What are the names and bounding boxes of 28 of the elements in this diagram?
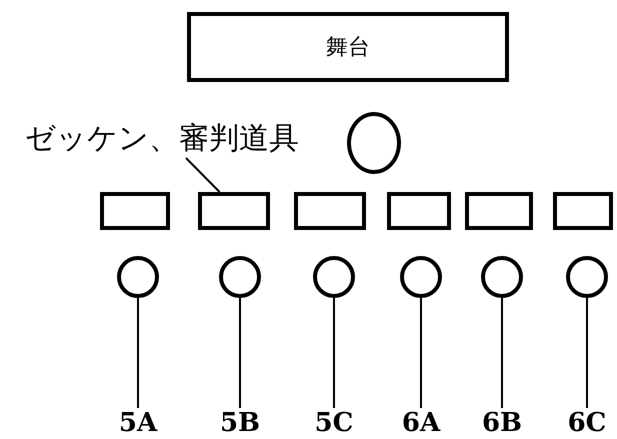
seat-circle — [219, 256, 261, 298]
table-box — [465, 192, 533, 230]
seat-circle — [400, 256, 442, 298]
leader-line — [420, 298, 422, 408]
seat-code: 6A — [397, 408, 445, 438]
table-box — [100, 192, 170, 230]
seat-code: 5A — [114, 408, 162, 438]
seat-circle — [481, 256, 523, 298]
leader-line — [185, 157, 220, 193]
seat-code: 6C — [563, 408, 611, 438]
table-box — [294, 192, 366, 230]
leader-line — [239, 298, 241, 408]
leader-line — [586, 298, 588, 408]
seat-code: 5B — [216, 408, 264, 438]
table-box — [553, 192, 613, 230]
seat-code: 6B — [478, 408, 526, 438]
stage-box: 舞台 — [187, 12, 509, 82]
judge-seat-circle — [347, 112, 401, 174]
seat-circle — [566, 256, 608, 298]
item-note: ゼッケン、審判道具 — [12, 118, 312, 158]
leader-line — [137, 298, 139, 408]
leader-line — [333, 298, 335, 408]
table-box — [387, 192, 451, 230]
seat-circle — [117, 256, 159, 298]
seat-code: 5C — [310, 408, 358, 438]
seat-circle — [313, 256, 355, 298]
table-box — [198, 192, 270, 230]
leader-line — [501, 298, 503, 408]
